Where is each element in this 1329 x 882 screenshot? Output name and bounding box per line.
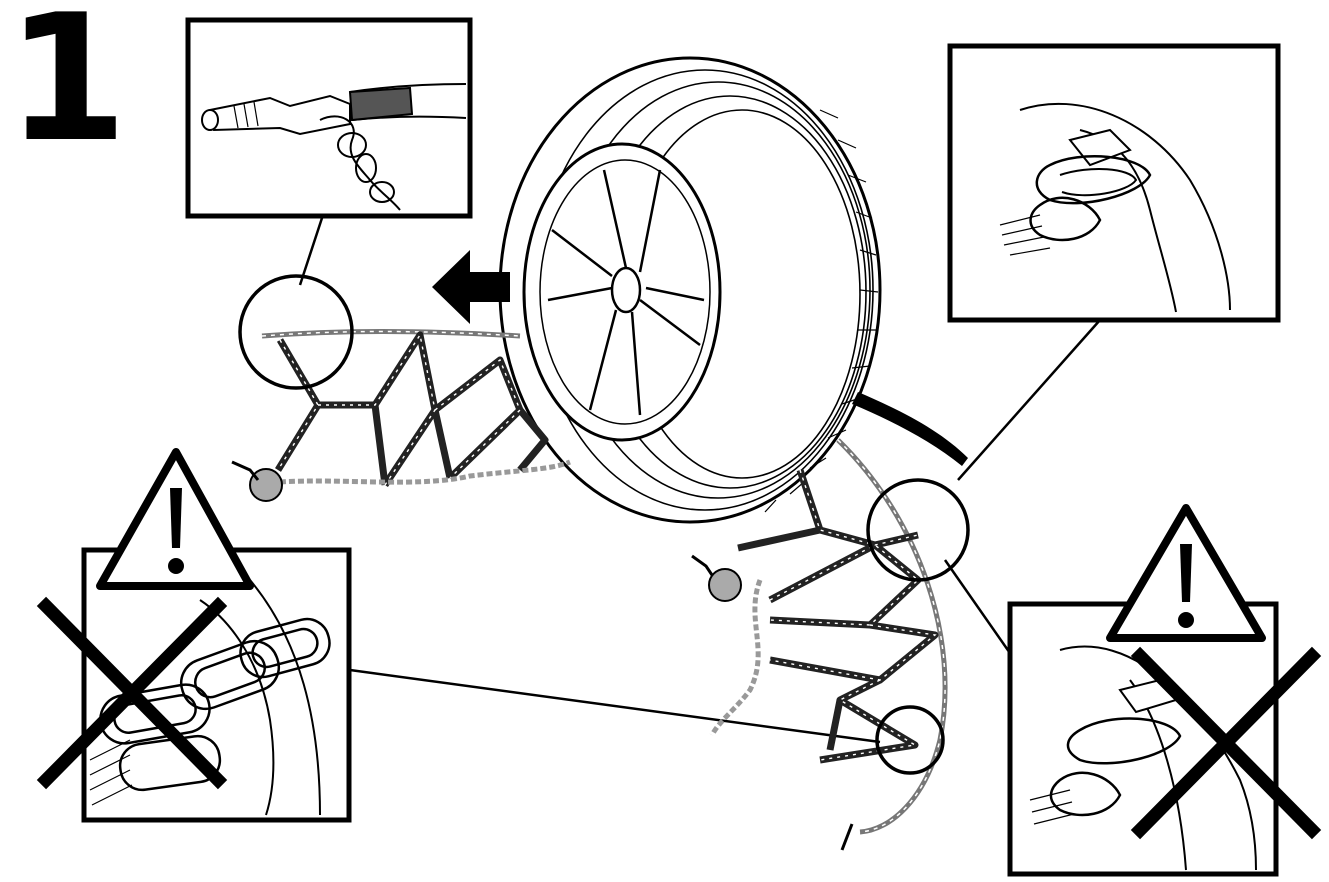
leader-line-top-right bbox=[957, 319, 1101, 481]
tire-tread-blocks bbox=[764, 109, 879, 513]
wheel-hub bbox=[610, 266, 642, 314]
tension-chain bbox=[279, 459, 571, 485]
step-number: 1 bbox=[6, 0, 128, 181]
cross-out-icon bbox=[36, 596, 228, 790]
tensioner-lower bbox=[708, 568, 742, 602]
chain-ladder-links-lower bbox=[737, 468, 939, 764]
tension-chain-lower bbox=[709, 579, 763, 737]
detail-circle-link bbox=[875, 705, 945, 775]
detail-circle-connector bbox=[866, 478, 970, 582]
detail-circle-hook bbox=[238, 274, 354, 390]
inset-cable-hook bbox=[185, 17, 473, 219]
chain-ladder-links bbox=[275, 331, 549, 487]
tire bbox=[498, 56, 968, 524]
cross-out-icon bbox=[1130, 646, 1322, 840]
warning-triangle-icon bbox=[96, 448, 254, 590]
leader-line-bottom-right bbox=[943, 559, 1014, 657]
leader-lines bbox=[298, 217, 1101, 744]
snow-chain-upper bbox=[231, 329, 571, 502]
detail-circles bbox=[238, 274, 970, 775]
leader-line-top-left bbox=[298, 217, 324, 286]
left-arrow-icon bbox=[432, 250, 510, 324]
tensioner bbox=[249, 468, 283, 502]
leader-line-bottom-left bbox=[349, 668, 881, 744]
wheel-spokes bbox=[547, 169, 705, 416]
tire-shadow bbox=[852, 392, 968, 466]
inset-correct-connection bbox=[947, 43, 1281, 323]
warning-triangle-icon bbox=[1106, 504, 1266, 642]
